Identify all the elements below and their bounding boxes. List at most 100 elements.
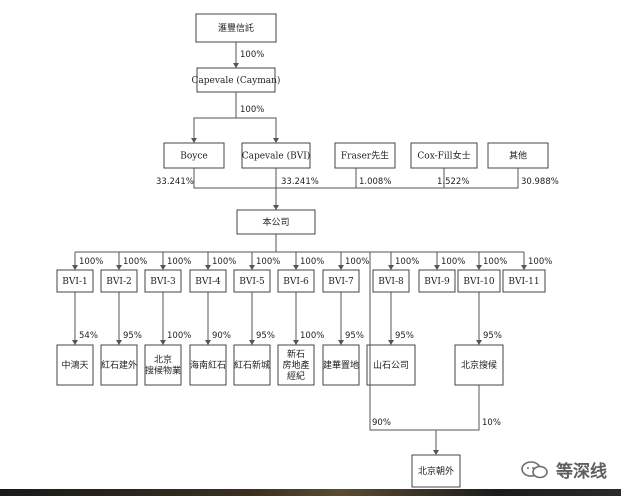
subsidiary-box-7-label: 建華置地 [323,359,359,371]
company-box-label: 本公司 [262,216,289,228]
pct-sub-6: 100% [300,331,324,341]
pct-sub-7: 95% [345,331,364,341]
bottom-box: 北京朝外 [411,454,461,488]
subsidiary-box-1: 中鴻天 [56,344,94,386]
subsidiary-box-6-border [277,344,315,386]
arrow-head [72,340,78,345]
trust-box: 滙豐信託 [195,13,277,43]
arrow-head [388,265,394,270]
arrow-head [293,265,299,270]
shareholder-box-1-label: Boyce [180,152,207,162]
subsidiary-box-6-label: 新石 [287,348,305,360]
bvi-box-3-label: BVI-3 [150,277,176,287]
pct-sub-4: 90% [212,331,231,341]
subsidiary-box-5-border [233,344,271,386]
arrow-head [476,340,482,345]
bvi-box-4-label: BVI-4 [195,277,221,287]
connector-cayman-right [236,117,277,143]
subsidiary-box-5: 紅石新城 [233,344,271,386]
subsidiary-box-8-label: 山石公司 [373,360,409,371]
bvi-box-7-label: BVI-7 [328,277,354,287]
subsidiary-box-1-border [56,344,94,386]
shareholder-box-5-border [487,142,549,169]
pct-bvi-4: 100% [212,257,236,267]
pct-bvi-8: 100% [395,257,419,267]
watermark-text: 等深线 [556,462,607,482]
arrow-head [433,450,439,455]
pct-bvi-10: 100% [483,257,507,267]
pct-sub-3: 100% [167,331,191,341]
shareholder-box-3-border [334,142,396,169]
shareholder-box-2-label: Capevale (BVI) [242,151,311,162]
subsidiary-box-3-border [144,344,182,386]
arrow-head [233,63,239,68]
bottom-box-label: 北京朝外 [418,465,454,477]
trust-box-label: 滙豐信託 [218,22,254,34]
shareholder-box-4-border [410,142,478,169]
shareholder-box-3: Fraser先生 [334,142,396,169]
arrow-head [476,265,482,270]
bottom-image-strip [0,489,621,496]
subsidiary-box-4-border [189,344,227,386]
arrow-head [160,265,166,270]
subsidiary-box-3-label: 北京 [154,354,172,366]
bottom-box-border [411,454,461,488]
subsidiary-box-5-label: 紅石新城 [234,359,270,371]
subsidiary-box-4-label: 海南紅石 [190,359,226,371]
cayman-box: Capevale (Cayman) [192,67,280,93]
connector-sh-5 [444,168,519,189]
pct-sub-5: 95% [256,331,275,341]
subsidiary-box-4: 海南紅石 [189,344,227,386]
subsidiary-box-8-border [366,344,416,386]
arrow-head [191,138,197,143]
subsidiary-box-2-label: 紅石建外 [101,359,137,371]
pct-trust: 100% [240,50,264,60]
shareholder-box-1: Boyce [163,142,225,169]
bvi-box-11-label: BVI-11 [508,277,539,287]
connector-sh-1 [193,168,276,189]
bvi-box-3: BVI-3 [144,269,182,293]
bvi-box-8: BVI-8 [372,269,410,293]
pct-bvi-2: 100% [123,257,147,267]
arrow-head [160,340,166,345]
arrow-head [338,340,344,345]
connector-cayman-left [193,92,237,143]
company-box-border [236,209,316,235]
bvi-box-8-label: BVI-8 [378,277,404,287]
subsidiary-box-3-label: 搜候物業 [145,365,181,377]
pct-shareholder-5: 30.988% [521,177,559,187]
shareholder-box-5: 其他 [487,142,549,169]
chat-bubble-icon [521,460,548,478]
pct-shareholder-3: 1.008% [359,177,391,187]
subsidiary-box-6-label: 經紀 [287,370,305,382]
pct-right-bottom: 10% [482,418,501,428]
bvi-box-6: BVI-6 [277,269,315,293]
subsidiary-box-7: 建華置地 [322,344,360,386]
shareholder-box-4: Cox-Fill女士 [410,142,478,169]
bvi-box-11: BVI-11 [502,269,546,293]
bvi-box-10-label: BVI-10 [463,277,494,287]
pct-sub-1: 54% [79,331,98,341]
bvi-box-2: BVI-2 [100,269,138,293]
bvi-box-2-label: BVI-2 [106,277,131,287]
pct-sub-10: 95% [483,331,502,341]
bvi-box-9-label: BVI-9 [424,277,450,287]
pct-left-bottom: 90% [372,418,391,428]
arrow-head [116,265,122,270]
trust-box-border [195,13,277,43]
pct-sub-8: 95% [395,331,414,341]
shareholder-box-5-label: 其他 [509,150,527,162]
pct-shareholder-2: 33.241% [281,177,319,187]
arrow-head [434,265,440,270]
pct-shareholder-4: 1.522% [437,177,469,187]
subsidiary-box-10: 北京搜候 [454,344,504,386]
pct-bvi-3: 100% [167,257,191,267]
pct-bvi-11: 100% [528,257,552,267]
arrow-head [273,138,279,143]
arrow-head [116,340,122,345]
bvi-box-6-label: BVI-6 [283,277,309,287]
connector-left-to-bottom [369,252,436,431]
